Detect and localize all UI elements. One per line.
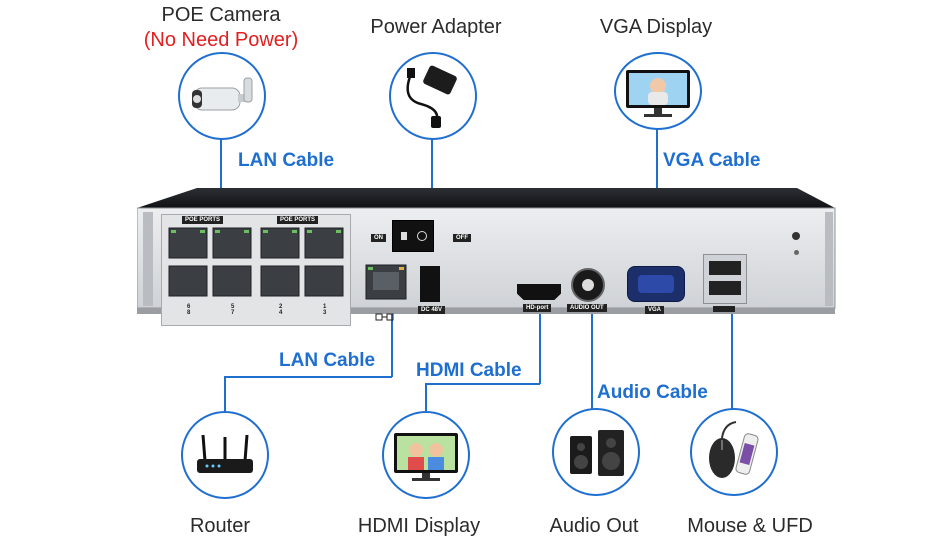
switch-mark-off <box>417 231 427 241</box>
audio-port-label: AUDIO OUT <box>567 304 607 312</box>
hdmi-port <box>517 284 561 300</box>
power-adapter-label: Power Adapter <box>370 16 502 38</box>
usb-label <box>713 306 735 312</box>
router-label: Router <box>189 515 251 537</box>
power-adapter-circle <box>389 52 477 140</box>
poe-camera-sublabel: (No Need Power) <box>143 29 299 51</box>
usb-port-2 <box>709 281 741 295</box>
switch-off-label: OFF <box>453 234 471 242</box>
usb-port-1 <box>709 261 741 275</box>
vga-port-label: VGA <box>645 306 665 314</box>
port-num-1: 1 <box>323 304 327 310</box>
lan-cable-label-top: LAN Cable <box>238 150 335 171</box>
hdmi-monitor-icon <box>394 433 458 481</box>
audio-out-circle <box>552 408 640 496</box>
port-num-5: 5 <box>231 304 235 310</box>
lan-port-icon <box>375 308 395 326</box>
port-num-4: 4 <box>279 310 283 316</box>
power-adapter-icon <box>406 65 457 128</box>
mouse-ufd-circle <box>690 408 778 496</box>
port-num-7: 7 <box>231 310 235 316</box>
usb-port-block <box>703 254 747 304</box>
audio-cable-label: Audio Cable <box>597 382 708 403</box>
poe-ports-label-1: POE PORTS <box>182 216 224 224</box>
audio-out-label: Audio Out <box>549 515 639 537</box>
port-num-2: 2 <box>279 304 283 310</box>
poe-rj45-ports <box>168 227 344 297</box>
speaker-icon <box>570 430 624 476</box>
monitor-icon <box>626 70 690 117</box>
port-num-6: 6 <box>187 304 191 310</box>
camera-icon <box>192 77 253 111</box>
vga-port <box>627 266 685 302</box>
power-switch[interactable] <box>392 220 434 252</box>
mouse-ufd-label: Mouse & UFD <box>687 515 813 537</box>
poe-ports-label-2: POE PORTS <box>277 216 319 224</box>
mouse-icon <box>709 421 759 478</box>
poe-camera-circle <box>178 52 266 140</box>
switch-on-label: ON <box>371 234 386 242</box>
lan-cable-label-bottom: LAN Cable <box>279 350 376 371</box>
vga-cable-label: VGA Cable <box>663 150 761 171</box>
hdmi-port-label: HD-port <box>523 304 552 312</box>
vga-display-circle <box>614 52 702 130</box>
screw-icon <box>794 250 799 255</box>
dc-jack <box>420 266 440 302</box>
switch-mark-on <box>401 232 407 240</box>
port-num-8: 8 <box>187 310 191 316</box>
dc-label: DC 48V <box>418 306 446 314</box>
lan-port <box>365 264 407 300</box>
nvr-chassis: POE PORTS POE PORTS 6 5 2 1 8 7 4 3 <box>137 188 837 326</box>
audio-jack-center <box>582 279 594 291</box>
port-num-3: 3 <box>323 310 327 316</box>
hdmi-display-circle <box>382 411 470 499</box>
vga-display-label: VGA Display <box>599 16 713 38</box>
router-icon <box>197 434 253 473</box>
audio-jack <box>571 268 605 302</box>
vga-port-pins <box>638 275 674 293</box>
router-circle <box>181 411 269 499</box>
hdmi-display-label: HDMI Display <box>357 515 481 537</box>
reset-button[interactable] <box>792 232 800 240</box>
hdmi-cable-label: HDMI Cable <box>416 360 522 381</box>
poe-camera-label: POE Camera <box>161 4 281 26</box>
